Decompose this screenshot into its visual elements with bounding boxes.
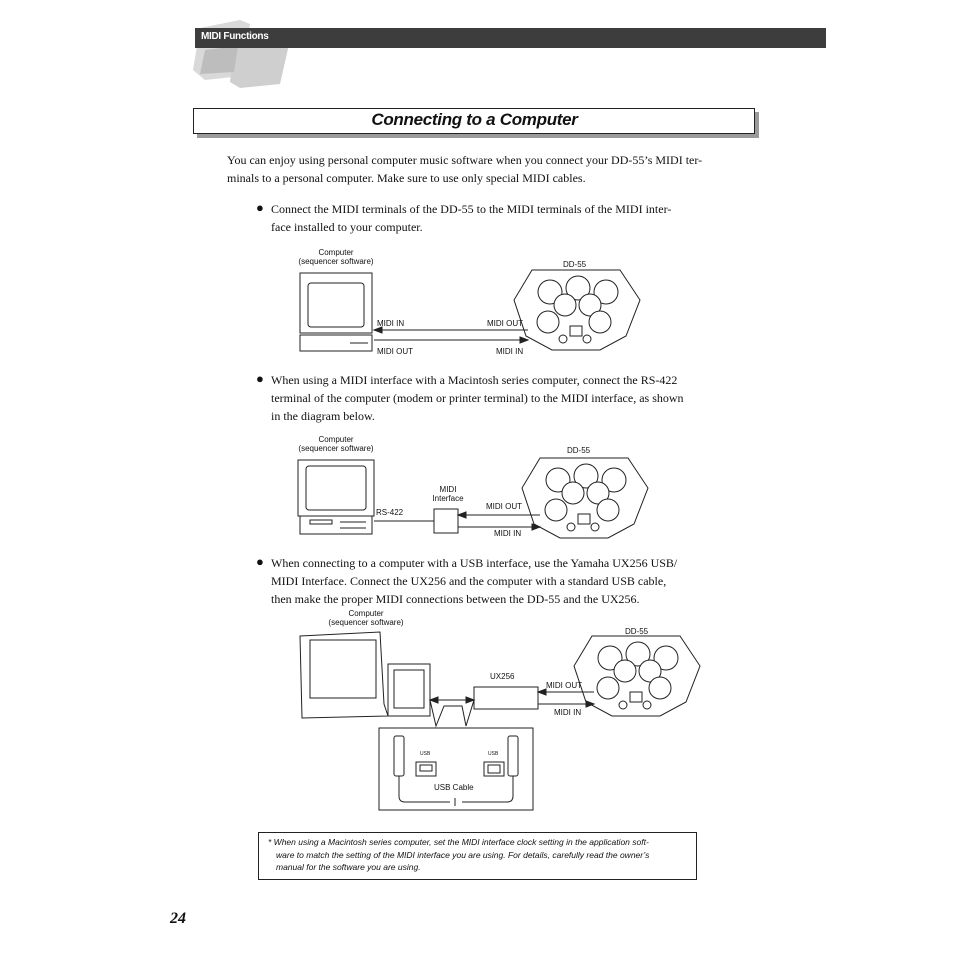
section-header: MIDI Functions bbox=[201, 31, 269, 42]
bullet-line: Connect the MIDI terminals of the DD-55 … bbox=[271, 202, 672, 216]
midi-cables bbox=[372, 326, 530, 344]
midi-in-label: MIDI IN bbox=[554, 708, 582, 717]
bullet-line: face installed to your computer. bbox=[271, 220, 423, 234]
computer-icon bbox=[299, 272, 373, 352]
interface-label-line: MIDI bbox=[439, 485, 457, 494]
usb-label: USB bbox=[488, 751, 499, 757]
midi-out-label: MIDI OUT bbox=[487, 319, 523, 328]
bullet-icon: ● bbox=[256, 200, 264, 215]
dd55-drum-icon bbox=[573, 635, 701, 717]
dd55-label: DD-55 bbox=[625, 627, 649, 636]
note-line: manual for the software you are using. bbox=[276, 862, 421, 872]
usb-cable-callout bbox=[378, 727, 534, 811]
header-bar bbox=[195, 28, 826, 48]
midi-in-label: MIDI IN bbox=[496, 347, 524, 356]
title-box bbox=[193, 108, 755, 134]
computer-label-line: (sequencer software) bbox=[298, 257, 374, 266]
page-title: Connecting to a Computer bbox=[371, 110, 578, 129]
midi-in-label: MIDI IN bbox=[377, 319, 405, 328]
midi-out-label: MIDI OUT bbox=[546, 681, 582, 690]
computer-icon bbox=[297, 459, 375, 535]
note-line: * When using a Macintosh series computer… bbox=[268, 837, 649, 847]
computer-label: Computer (sequencer software) bbox=[316, 609, 416, 627]
computer-icon bbox=[299, 631, 431, 719]
midi-in-label: MIDI IN bbox=[494, 529, 522, 538]
usb-cable-label: USB Cable bbox=[434, 783, 474, 792]
intro-paragraph: You can enjoy using personal computer mu… bbox=[227, 151, 747, 187]
bullet-line: then make the proper MIDI connections be… bbox=[271, 592, 640, 606]
bullet-line: in the diagram below. bbox=[271, 409, 375, 423]
note-box bbox=[258, 832, 697, 880]
dd55-label: DD-55 bbox=[567, 446, 591, 455]
computer-label: Computer (sequencer software) bbox=[286, 435, 386, 453]
midi-out-label: MIDI OUT bbox=[377, 347, 413, 356]
intro-line: You can enjoy using personal computer mu… bbox=[227, 153, 703, 167]
note-text: * When using a Macintosh series computer… bbox=[268, 836, 688, 874]
bullet-text: When connecting to a computer with a USB… bbox=[271, 554, 711, 608]
cables bbox=[428, 688, 596, 728]
note-line: ware to match the setting of the MIDI in… bbox=[276, 849, 650, 860]
bullet-line: When using a MIDI interface with a Macin… bbox=[271, 373, 678, 387]
computer-label: Computer (sequencer software) bbox=[286, 248, 386, 266]
midi-out-label: MIDI OUT bbox=[486, 502, 522, 511]
dd55-drum-icon bbox=[521, 457, 649, 539]
bullet-text: Connect the MIDI terminals of the DD-55 … bbox=[271, 200, 711, 236]
dd55-label: DD-55 bbox=[563, 260, 587, 269]
computer-label-line: Computer bbox=[348, 609, 384, 618]
computer-label-line: Computer bbox=[318, 435, 354, 444]
midi-interface-label: MIDI Interface bbox=[424, 485, 472, 503]
bullet-icon: ● bbox=[256, 371, 264, 386]
bullet-line: When connecting to a computer with a USB… bbox=[271, 556, 678, 570]
bullet-text: When using a MIDI interface with a Macin… bbox=[271, 371, 711, 425]
usb-label: USB bbox=[420, 751, 431, 757]
rs422-label: RS-422 bbox=[376, 508, 404, 517]
bullet-line: terminal of the computer (modem or print… bbox=[271, 391, 684, 405]
ux256-box bbox=[473, 686, 539, 710]
computer-label-line: (sequencer software) bbox=[328, 618, 404, 627]
interface-label-line: Interface bbox=[432, 494, 464, 503]
page-number: 24 bbox=[170, 910, 186, 927]
bullet-icon: ● bbox=[256, 554, 264, 569]
intro-line: minals to a personal computer. Make sure… bbox=[227, 171, 586, 185]
cables bbox=[374, 511, 542, 531]
computer-label-line: Computer bbox=[318, 248, 354, 257]
dd55-drum-icon bbox=[513, 269, 641, 351]
computer-label-line: (sequencer software) bbox=[298, 444, 374, 453]
ux256-label: UX256 bbox=[490, 672, 515, 681]
bullet-line: MIDI Interface. Connect the UX256 and th… bbox=[271, 574, 667, 588]
